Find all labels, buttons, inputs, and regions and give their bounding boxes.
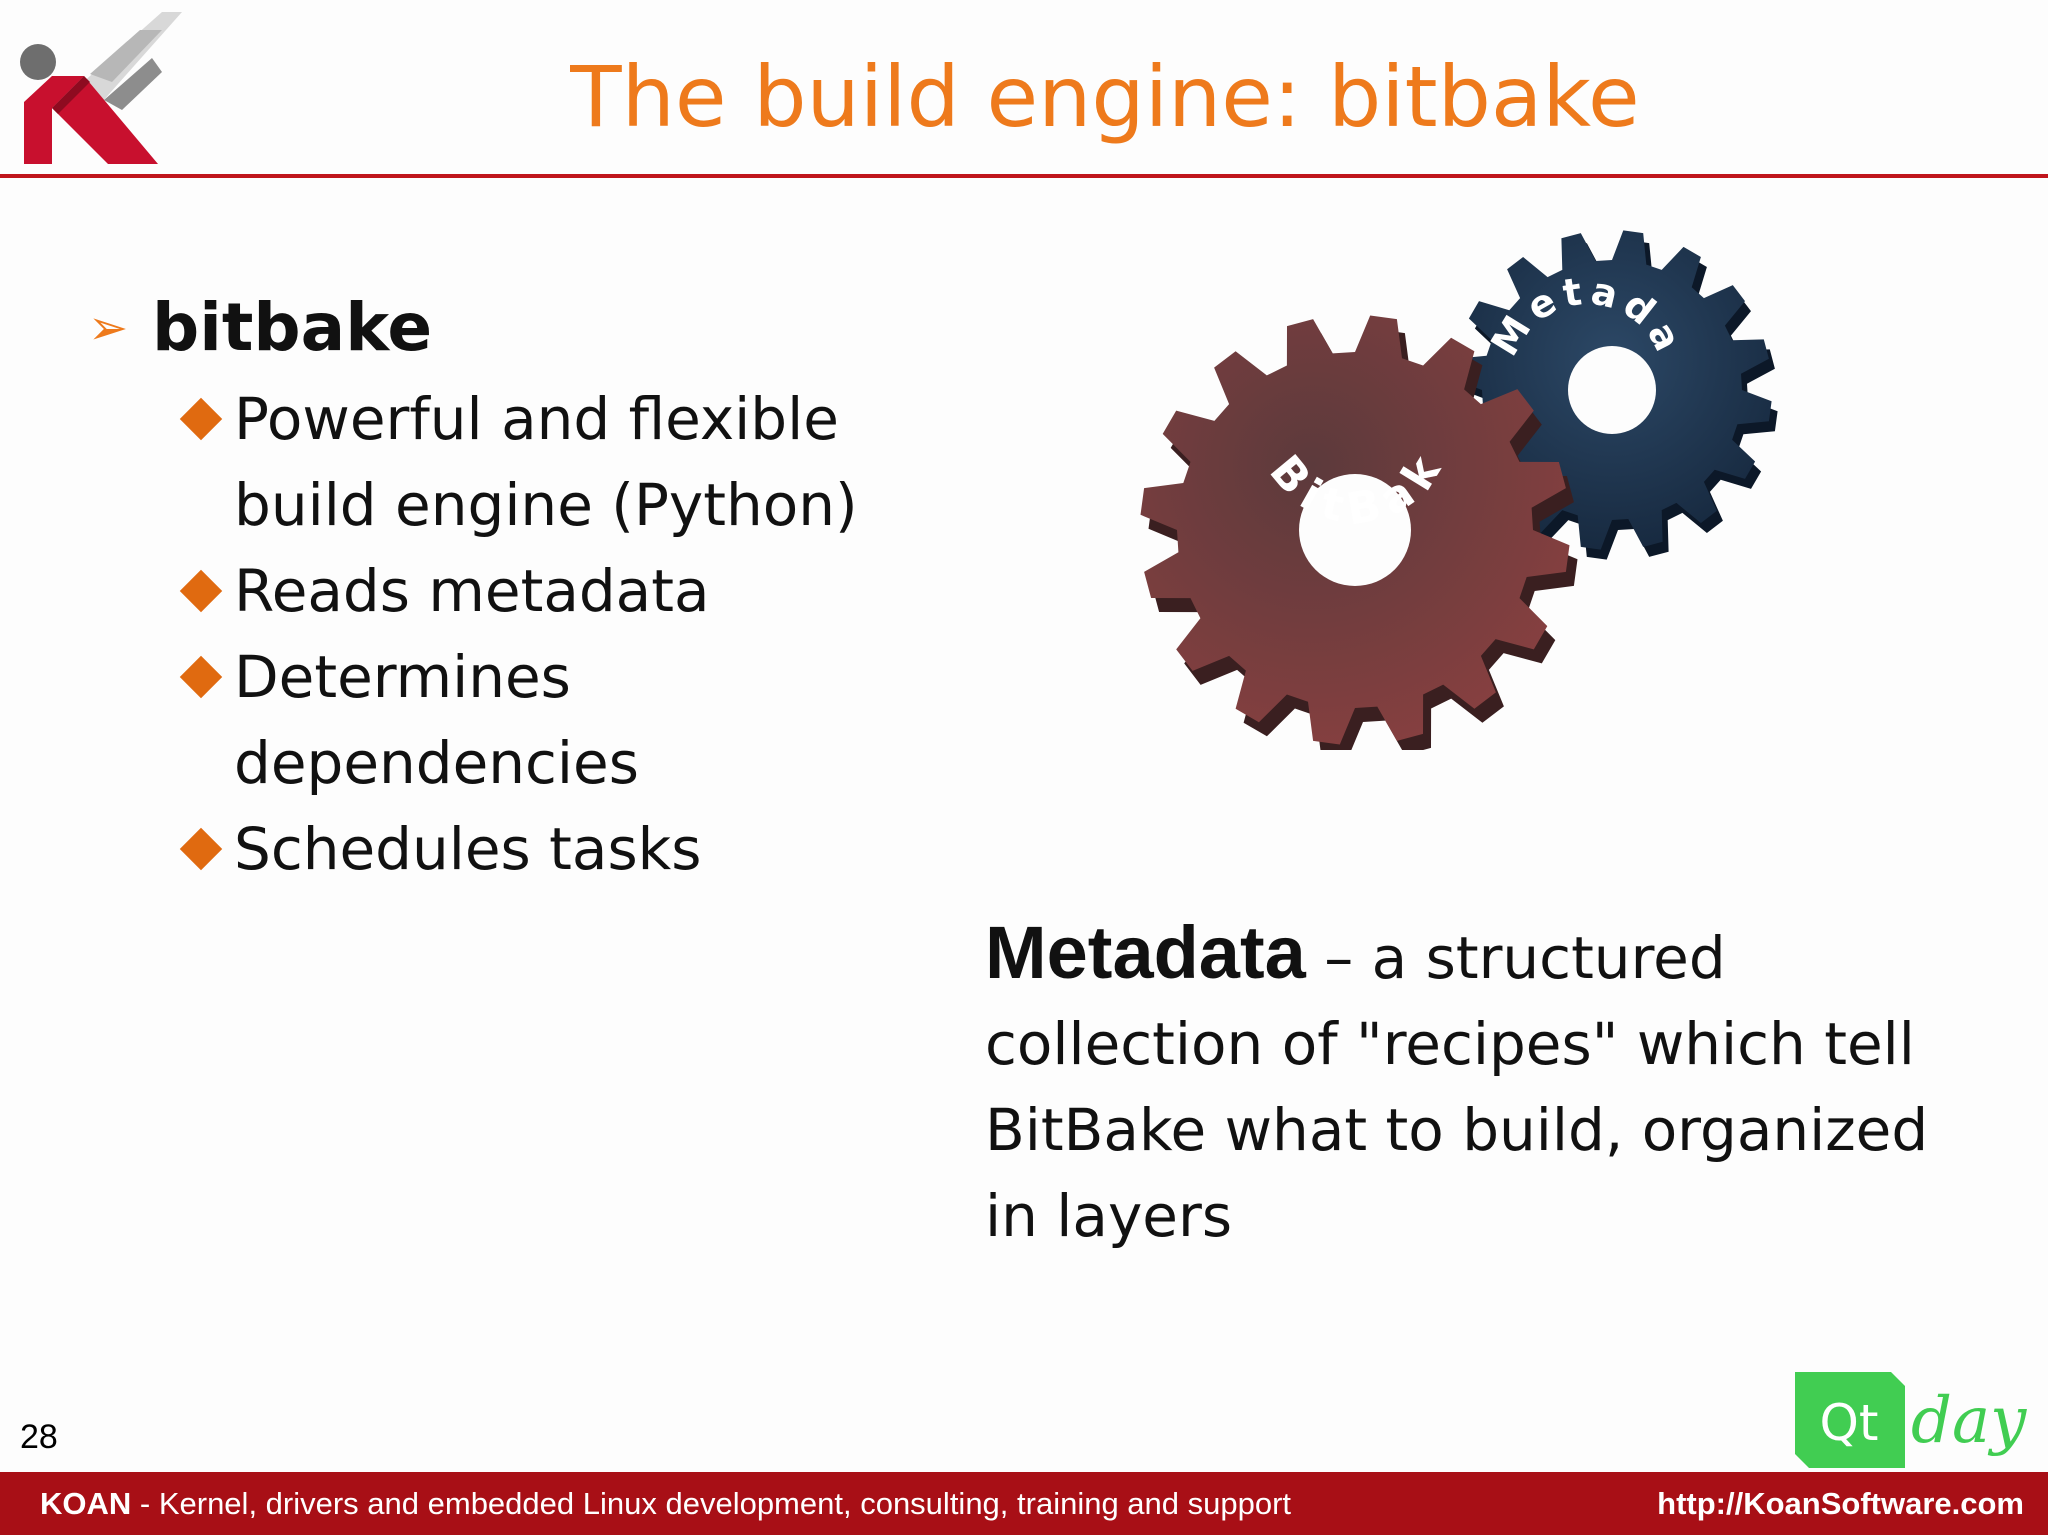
footer-bar: KOAN - Kernel, drivers and embedded Linu… bbox=[0, 1472, 2048, 1535]
gears-illustration: Metadata BitBake bbox=[1060, 230, 1778, 750]
bitbake-gear-icon: BitBake bbox=[1060, 230, 1578, 750]
diamond-bullet-icon bbox=[179, 827, 223, 871]
footer-url[interactable]: http://KoanSoftware.com bbox=[1657, 1486, 2024, 1521]
slide-title: The build engine: bitbake bbox=[570, 48, 1640, 146]
diamond-bullet-icon bbox=[179, 397, 223, 441]
diamond-bullet-icon bbox=[179, 569, 223, 613]
sub-bullet-text: Determines dependencies bbox=[234, 643, 639, 797]
footer-tagline-text: - Kernel, drivers and embedded Linux dev… bbox=[131, 1486, 1292, 1521]
sub-bullet-item: Powerful and flexible build engine (Pyth… bbox=[174, 376, 908, 548]
footer-tagline: KOAN - Kernel, drivers and embedded Linu… bbox=[40, 1486, 1291, 1522]
bullet-list: ➢ bitbake Powerful and flexible build en… bbox=[88, 280, 908, 892]
sub-bullet-item: Schedules tasks bbox=[174, 806, 908, 892]
koan-logo bbox=[20, 12, 182, 164]
sub-bullet-text: Schedules tasks bbox=[234, 815, 702, 883]
sub-bullet-list: Powerful and flexible build engine (Pyth… bbox=[88, 376, 908, 892]
definition-term: Metadata bbox=[985, 911, 1306, 994]
qt-day-text: day bbox=[1911, 1384, 2027, 1458]
main-bullet-label: bitbake bbox=[152, 289, 433, 366]
sub-bullet-item: Determines dependencies bbox=[174, 634, 908, 806]
definition-text: – a structured collection of "recipes" w… bbox=[985, 924, 1929, 1250]
sub-bullet-text: Powerful and flexible build engine (Pyth… bbox=[234, 385, 858, 539]
diamond-bullet-icon bbox=[179, 655, 223, 699]
qt-logo-text: Qt bbox=[1820, 1394, 1879, 1452]
footer-brand: KOAN bbox=[40, 1486, 132, 1521]
page-number: 28 bbox=[20, 1418, 58, 1456]
sub-bullet-text: Reads metadata bbox=[234, 557, 710, 625]
qt-day-logo: Qt day bbox=[1795, 1372, 2027, 1468]
sub-bullet-item: Reads metadata bbox=[174, 548, 908, 634]
main-bullet: ➢ bitbake bbox=[88, 280, 908, 376]
arrow-bullet-icon: ➢ bbox=[88, 300, 129, 356]
metadata-definition: Metadata – a structured collection of "r… bbox=[985, 910, 1985, 1259]
title-divider bbox=[0, 174, 2048, 178]
